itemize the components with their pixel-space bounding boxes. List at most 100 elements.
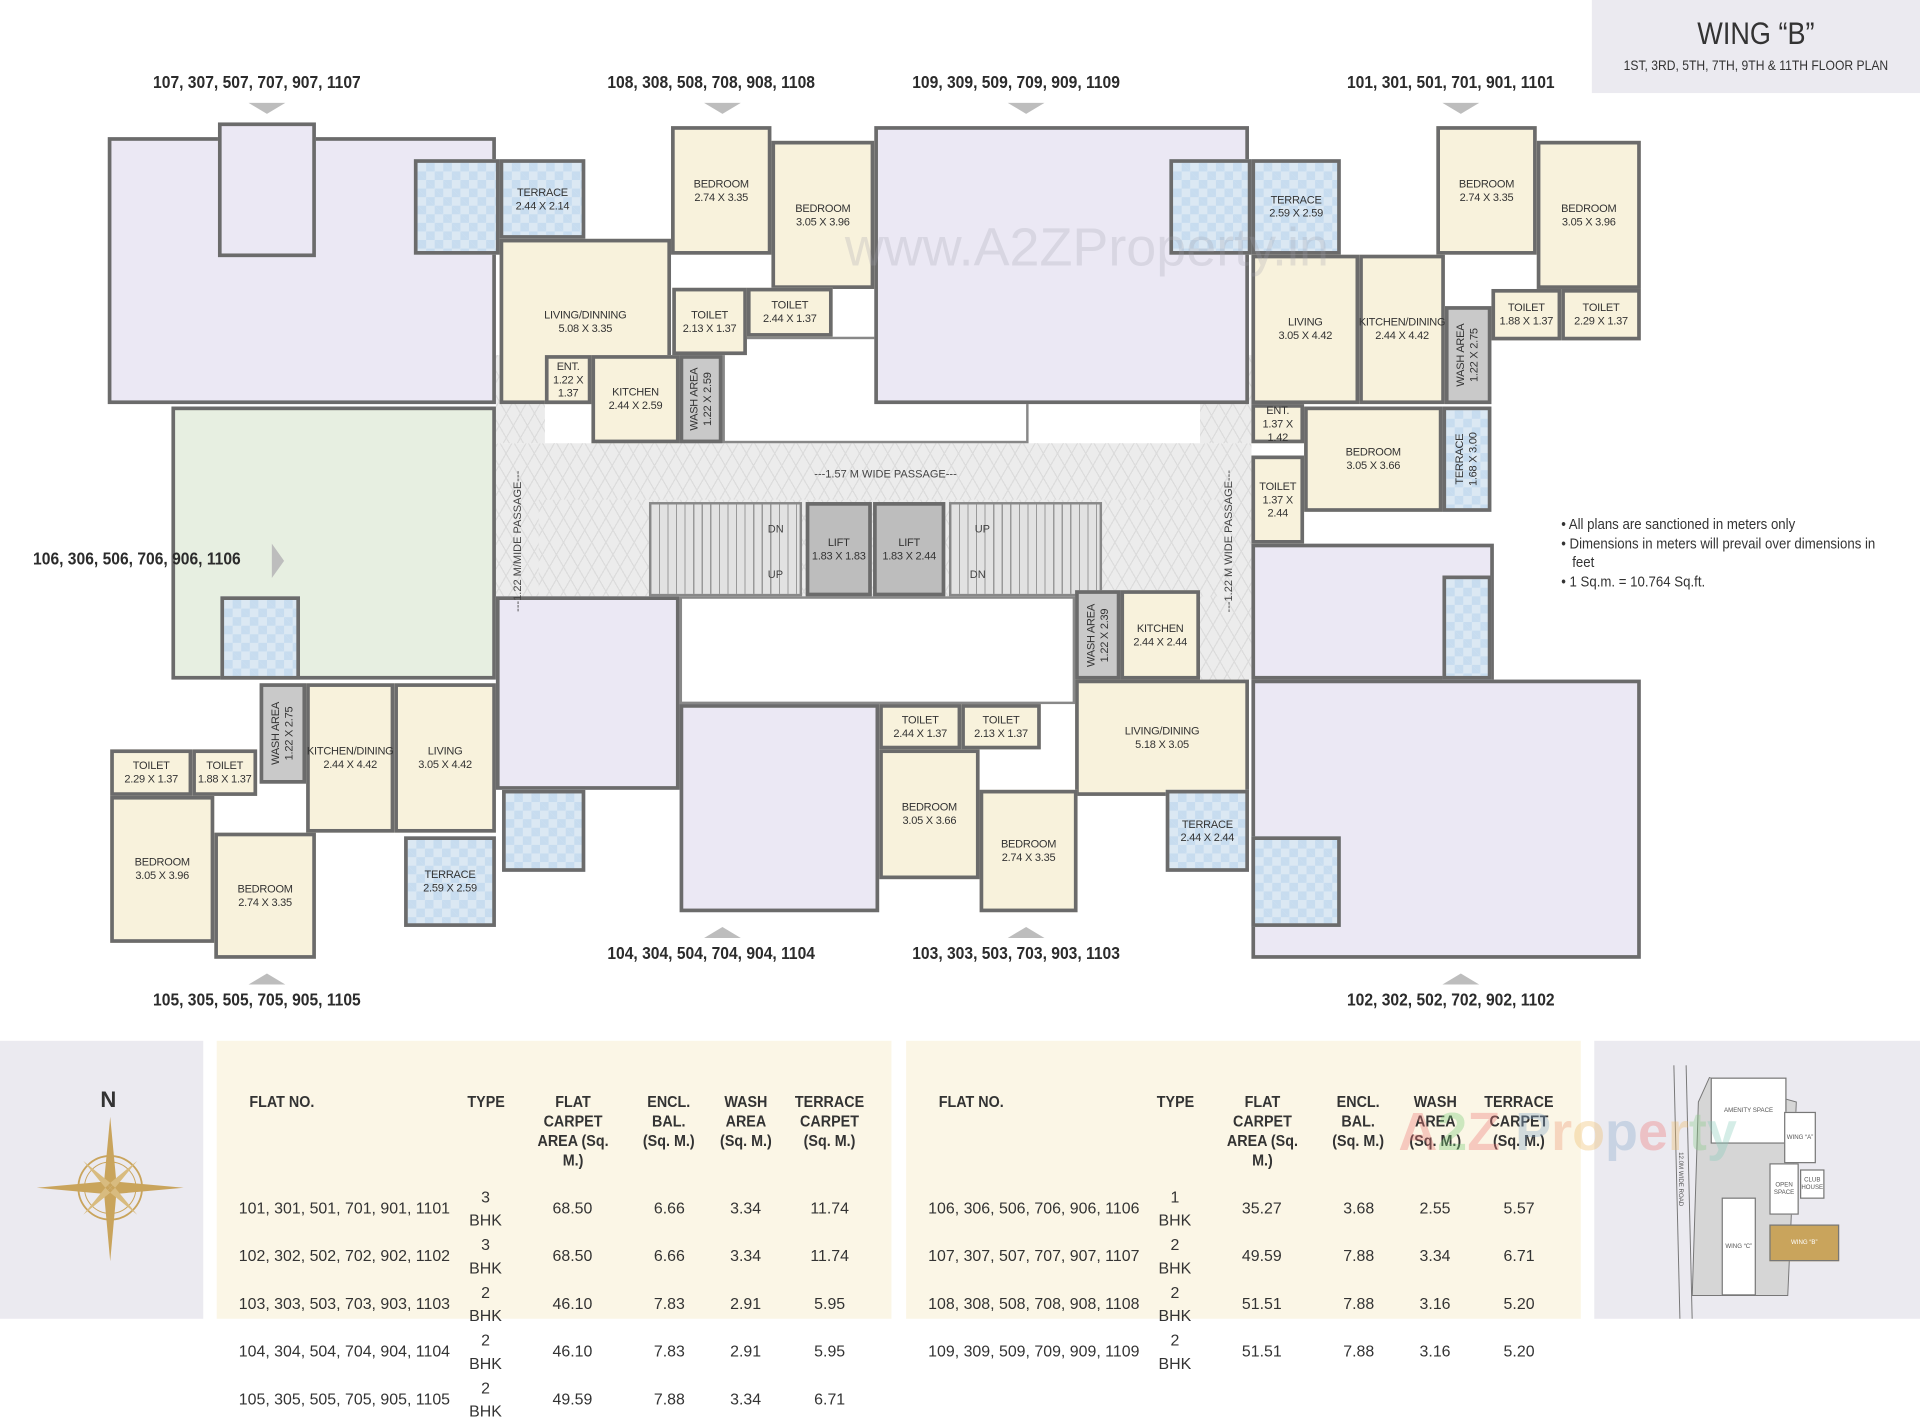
table-cell: 3.16 (1419, 1342, 1451, 1361)
room-name: BEDROOM (1345, 445, 1401, 458)
room-name: TERRACE (1270, 193, 1322, 206)
room-name: TOILET (771, 298, 809, 312)
terrace-102 (1251, 836, 1341, 927)
title-box: WING “B” 1ST, 3RD, 5TH, 7TH, 9TH & 11TH … (1591, 0, 1920, 94)
table-cell: 51.51 (1241, 1294, 1282, 1313)
table-cell: 3.34 (1419, 1246, 1451, 1266)
arrow-up-icon (704, 926, 741, 938)
room-dimensions: 3.05 X 3.66 (1346, 459, 1401, 472)
table-cell: 11.74 (810, 1246, 849, 1266)
room-name: KITCHEN (612, 385, 659, 398)
room-dimensions: 1.83 X 2.44 (882, 549, 937, 562)
table-cell: 101, 301, 501, 701, 901, 1101 (238, 1199, 451, 1218)
table-cell: 5.95 (814, 1342, 846, 1361)
column-header: FLAT CARPET AREA (Sq. M.) (1226, 1092, 1298, 1170)
room-name: WASH AREA (1454, 323, 1467, 387)
table-cell: 5.20 (1503, 1294, 1535, 1313)
a2z-logo-watermark: A2Z Property (1398, 1102, 1737, 1163)
column-header: FLAT CARPET AREA (Sq. M.) (536, 1092, 608, 1170)
compass-panel: N (0, 1040, 204, 1319)
page-title: WING “B” (1697, 14, 1815, 52)
table-cell: 109, 309, 509, 709, 909, 1109 (928, 1342, 1140, 1361)
table-cell: 102, 302, 502, 702, 902, 1102 (238, 1246, 451, 1266)
room-name: TOILET (982, 713, 1020, 726)
club-house-block: CLUB HOUSE (1800, 1169, 1825, 1199)
room-name: KITCHEN/DINING (306, 744, 394, 757)
column-header: WASH AREA (Sq. M.) (1409, 1092, 1461, 1150)
table-cell: 103, 303, 503, 703, 903, 1103 (238, 1294, 451, 1313)
table-cell: 7.88 (1343, 1246, 1375, 1266)
flat-group-label: 105, 305, 505, 705, 905, 1105 (153, 990, 361, 1011)
table-cell: 49.59 (552, 1390, 593, 1409)
room-dimensions: 2.74 X 3.35 (694, 190, 749, 203)
room-dimensions: 2.59 X 2.59 (423, 881, 477, 894)
room-name: TOILET (206, 759, 244, 772)
room-dimensions: 1.22 X 2.59 (701, 372, 714, 427)
room: ENT.1.22 X 1.37 (544, 355, 592, 405)
room-name: KITCHEN (1136, 621, 1184, 634)
table-cell: 2 BHK (469, 1283, 502, 1325)
room-name: BEDROOM (134, 855, 190, 869)
flat-group-label: 102, 302, 502, 702, 902, 1102 (1346, 990, 1555, 1011)
table-cell: 5.95 (814, 1294, 846, 1313)
terrace-104 (502, 789, 586, 872)
table-cell: 3.34 (730, 1246, 762, 1266)
table-cell: 5.20 (1503, 1342, 1535, 1361)
room: ENT.1.37 X 1.42 (1251, 403, 1305, 444)
room-name: LIFT (898, 535, 921, 548)
room-dimensions: 1.22 X 2.75 (1468, 328, 1481, 382)
room-name: TOILET (132, 759, 170, 772)
room-name: LIVING (1287, 315, 1323, 329)
room-name: WASH AREA (1084, 603, 1097, 667)
room-dimensions: 2.44 X 2.44 (1133, 634, 1188, 648)
passage-label: ---1.22 M/MIDE PASSAGE--- (511, 470, 524, 612)
room-dimensions: 1.68 X 3.00 (1466, 432, 1480, 487)
room-dimensions: 3.05 X 4.42 (418, 757, 472, 771)
column-header: TERRACE CARPET (Sq. M.) (1484, 1092, 1554, 1150)
room-name: LIFT (827, 535, 850, 548)
room-name: TOILET (1582, 301, 1620, 314)
room-dimensions: 2.44 X 1.37 (893, 726, 948, 739)
arrow-down-icon (704, 102, 741, 114)
arrow-down-icon (1007, 102, 1045, 114)
wing-b-block-highlight: WING “B” (1769, 1224, 1840, 1262)
room-name: KITCHEN/DINING (1358, 315, 1446, 329)
room-dimensions: 2.29 X 1.37 (124, 772, 179, 785)
table-cell: 108, 308, 508, 708, 908, 1108 (928, 1294, 1140, 1313)
table-cell: 105, 305, 505, 705, 905, 1105 (238, 1390, 451, 1409)
room-name: BEDROOM (1458, 176, 1515, 190)
room-dimensions: 2.44 X 2.14 (515, 198, 570, 212)
room-name: TOILET (901, 713, 939, 726)
room-dimensions: 1.88 X 1.37 (1499, 314, 1554, 327)
notes: • All plans are sanctioned in meters onl… (1561, 516, 1884, 592)
